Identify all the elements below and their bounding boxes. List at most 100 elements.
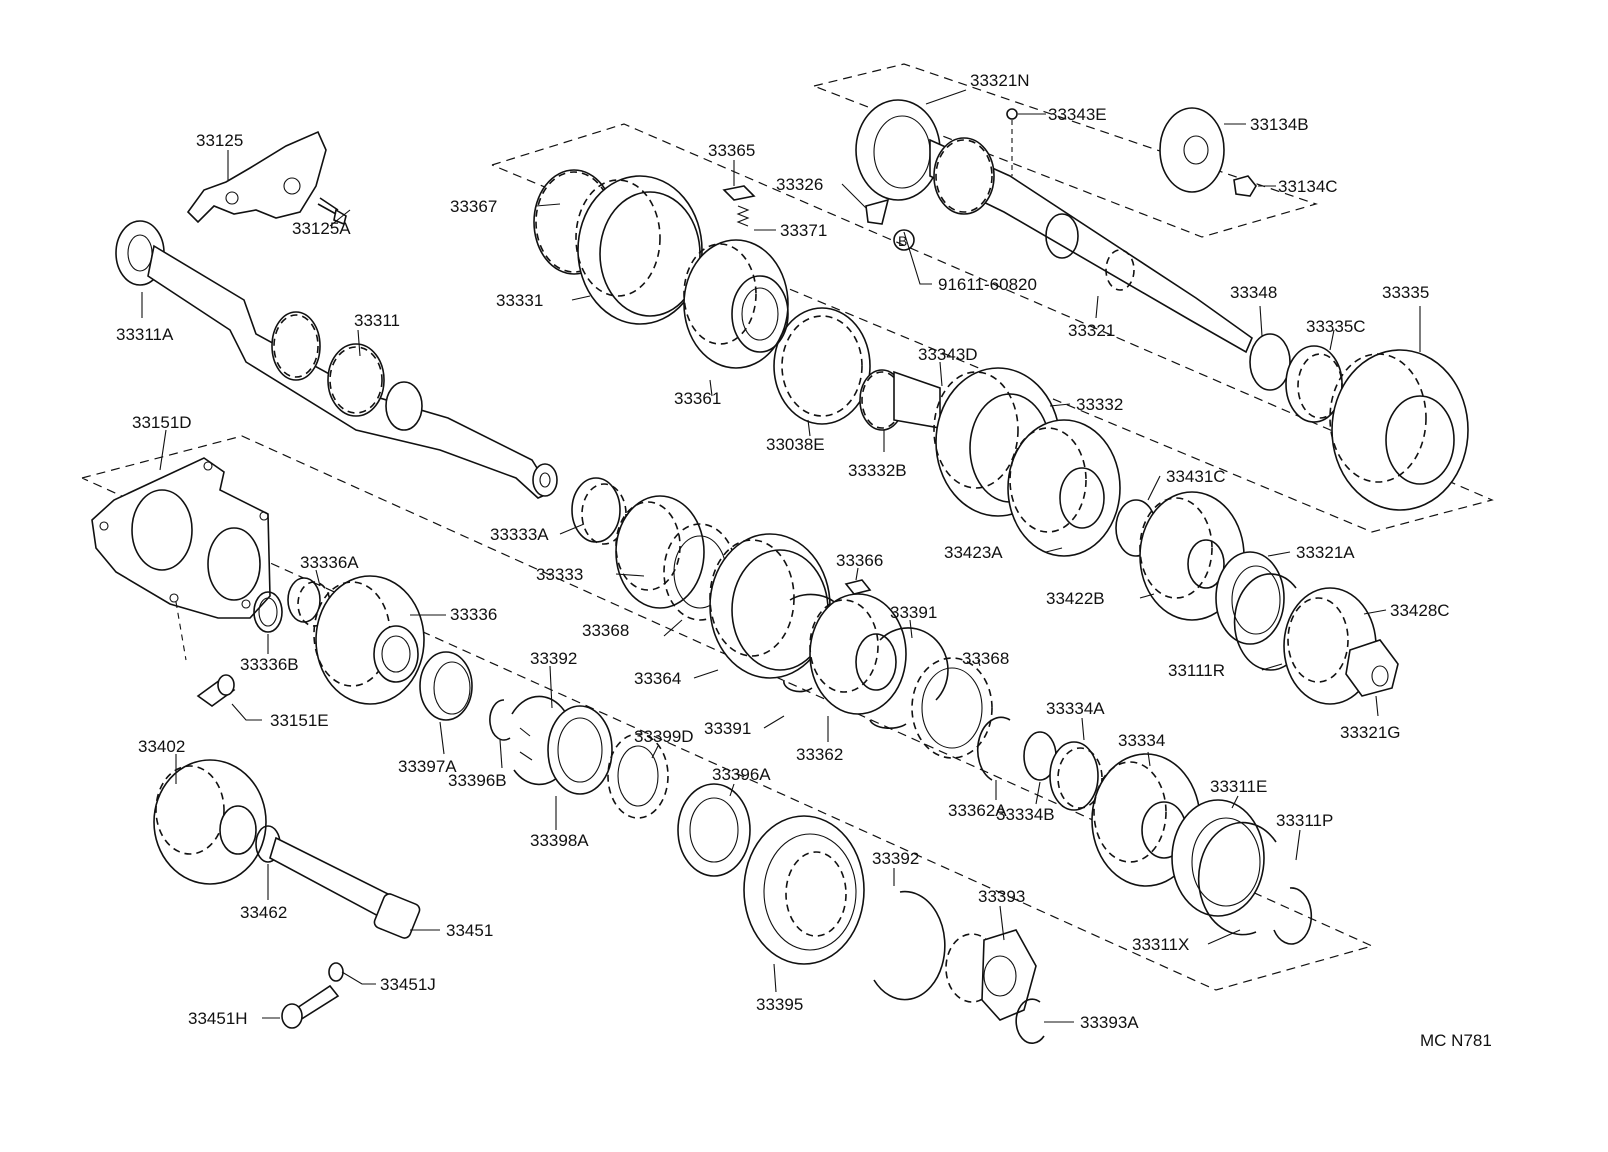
leader-lines <box>141 89 1421 1023</box>
label-33399D: 33399D <box>634 727 694 746</box>
label-33423A: 33423A <box>944 543 1003 562</box>
part-shaft-33451 <box>269 836 421 939</box>
part-cover-33134B <box>1159 107 1225 193</box>
part-bolt-33125A <box>317 197 347 226</box>
part-snap-ring-33311X <box>1197 821 1277 936</box>
label-33151D: 33151D <box>132 413 192 432</box>
ref-marker-b-circle <box>893 229 915 251</box>
label-33334: 33334 <box>1118 731 1165 750</box>
part-washer-33451J <box>328 962 344 982</box>
label-33362: 33362 <box>796 745 843 764</box>
part-ring-33397A <box>419 651 473 721</box>
label-33368-upper: 33368 <box>582 621 629 640</box>
part-spring-33391-lower <box>783 627 949 730</box>
ref-marker-b: B <box>898 233 907 249</box>
part-key-33366 <box>844 579 872 595</box>
part-input-shaft-33311 <box>115 220 558 499</box>
label-33125A: 33125A <box>292 219 351 238</box>
label-33335: 33335 <box>1382 283 1429 302</box>
label-33402: 33402 <box>138 737 185 756</box>
part-washer-33348 <box>1249 333 1291 391</box>
label-33451H: 33451H <box>188 1009 248 1028</box>
part-ring-33398A <box>547 705 613 795</box>
label-33371: 33371 <box>780 221 827 240</box>
part-bolt-33451H <box>281 984 340 1029</box>
part-bearing-33334A <box>1049 741 1103 811</box>
part-snap-ring-33392 <box>873 890 946 1001</box>
label-33134C: 33134C <box>1278 177 1338 196</box>
label-33393: 33393 <box>978 887 1025 906</box>
label-33395: 33395 <box>756 995 803 1014</box>
label-33335C: 33335C <box>1306 317 1366 336</box>
label-33397A: 33397A <box>398 757 457 776</box>
label-33428C: 33428C <box>1390 601 1450 620</box>
part-reverse-gear-33395 <box>743 815 865 965</box>
label-33333: 33333 <box>536 565 583 584</box>
label-33334B: 33334B <box>996 805 1055 824</box>
label-33151E: 33151E <box>270 711 329 730</box>
label-33361: 33361 <box>674 389 721 408</box>
part-synchro-ring-33368-lower <box>911 657 993 759</box>
label-33332B: 33332B <box>848 461 907 480</box>
part-snap-ring-33362A <box>976 716 1011 781</box>
part-ball-33343E <box>1006 108 1018 176</box>
label-33365: 33365 <box>708 141 755 160</box>
label-33336B: 33336B <box>240 655 299 674</box>
part-gear-33423A <box>1007 419 1121 557</box>
part-gear-33393 <box>945 929 1037 1021</box>
part-bearing-retainer-plate-33151D <box>91 457 271 661</box>
label-33111R: 33111R <box>1168 661 1225 680</box>
part-bearing-33335C <box>1285 345 1343 423</box>
label-33366: 33366 <box>836 551 883 570</box>
label-33451J: 33451J <box>380 975 436 994</box>
label-33334A: 33334A <box>1046 699 1105 718</box>
label-33038E: 33038E <box>766 435 825 454</box>
part-synchro-ring-33399D <box>607 733 669 819</box>
label-33343E: 33343E <box>1048 105 1107 124</box>
part-synchro-ring-33038E <box>773 307 871 425</box>
label-33348: 33348 <box>1230 283 1277 302</box>
label-33311A: 33311A <box>116 325 174 344</box>
label-33392-lower: 33392 <box>872 849 919 868</box>
label-33393A: 33393A <box>1080 1013 1139 1032</box>
label-33331: 33331 <box>496 291 543 310</box>
label-33333A: 33333A <box>490 525 549 544</box>
part-snap-ring-33336B <box>253 591 283 633</box>
part-nut-33321G <box>1345 639 1399 697</box>
label-33396B: 33396B <box>448 771 507 790</box>
part-snap-ring-33393A <box>1015 998 1045 1044</box>
part-bearing-33321A <box>1215 551 1285 645</box>
label-33391-upper: 33391 <box>890 603 937 622</box>
part-nut-33134C <box>1233 175 1257 197</box>
part-bracket-33125 <box>186 130 327 224</box>
label-33343D: 33343D <box>918 345 978 364</box>
label-33368-lower: 33368 <box>962 649 1009 668</box>
part-spring-33371 <box>736 205 750 227</box>
part-hub-33362 <box>809 593 907 715</box>
label-33422B: 33422B <box>1046 589 1105 608</box>
part-screw-33151E <box>196 674 236 707</box>
label-33367: 33367 <box>450 197 497 216</box>
part-key-33365 <box>722 185 756 201</box>
label-33311X: 33311X <box>1132 935 1189 954</box>
callout-labels: 33125 33125A 33311A 33311 33151D 33336A … <box>116 71 1450 1032</box>
label-33125: 33125 <box>196 131 243 150</box>
label-33134B: 33134B <box>1250 115 1309 134</box>
label-33311E: 33311E <box>1210 777 1267 796</box>
part-bracket-33326 <box>865 198 890 225</box>
part-bearing-33333A <box>571 477 627 545</box>
label-33396A: 33396A <box>712 765 771 784</box>
part-gear-33336 <box>313 575 425 705</box>
part-snap-ring-33311P <box>1273 887 1313 945</box>
diagram-code: MC N781 <box>1420 1031 1492 1050</box>
label-33451: 33451 <box>446 921 493 940</box>
label-33332: 33332 <box>1076 395 1123 414</box>
group-boundaries <box>81 63 1494 991</box>
part-gear-33335 <box>1329 349 1469 511</box>
label-33321: 33321 <box>1068 321 1115 340</box>
part-output-shaft-33321 <box>929 137 1253 354</box>
part-gear-33333 <box>615 495 705 609</box>
part-snap-ring-33396B <box>489 699 511 741</box>
label-33431C: 33431C <box>1166 467 1226 486</box>
